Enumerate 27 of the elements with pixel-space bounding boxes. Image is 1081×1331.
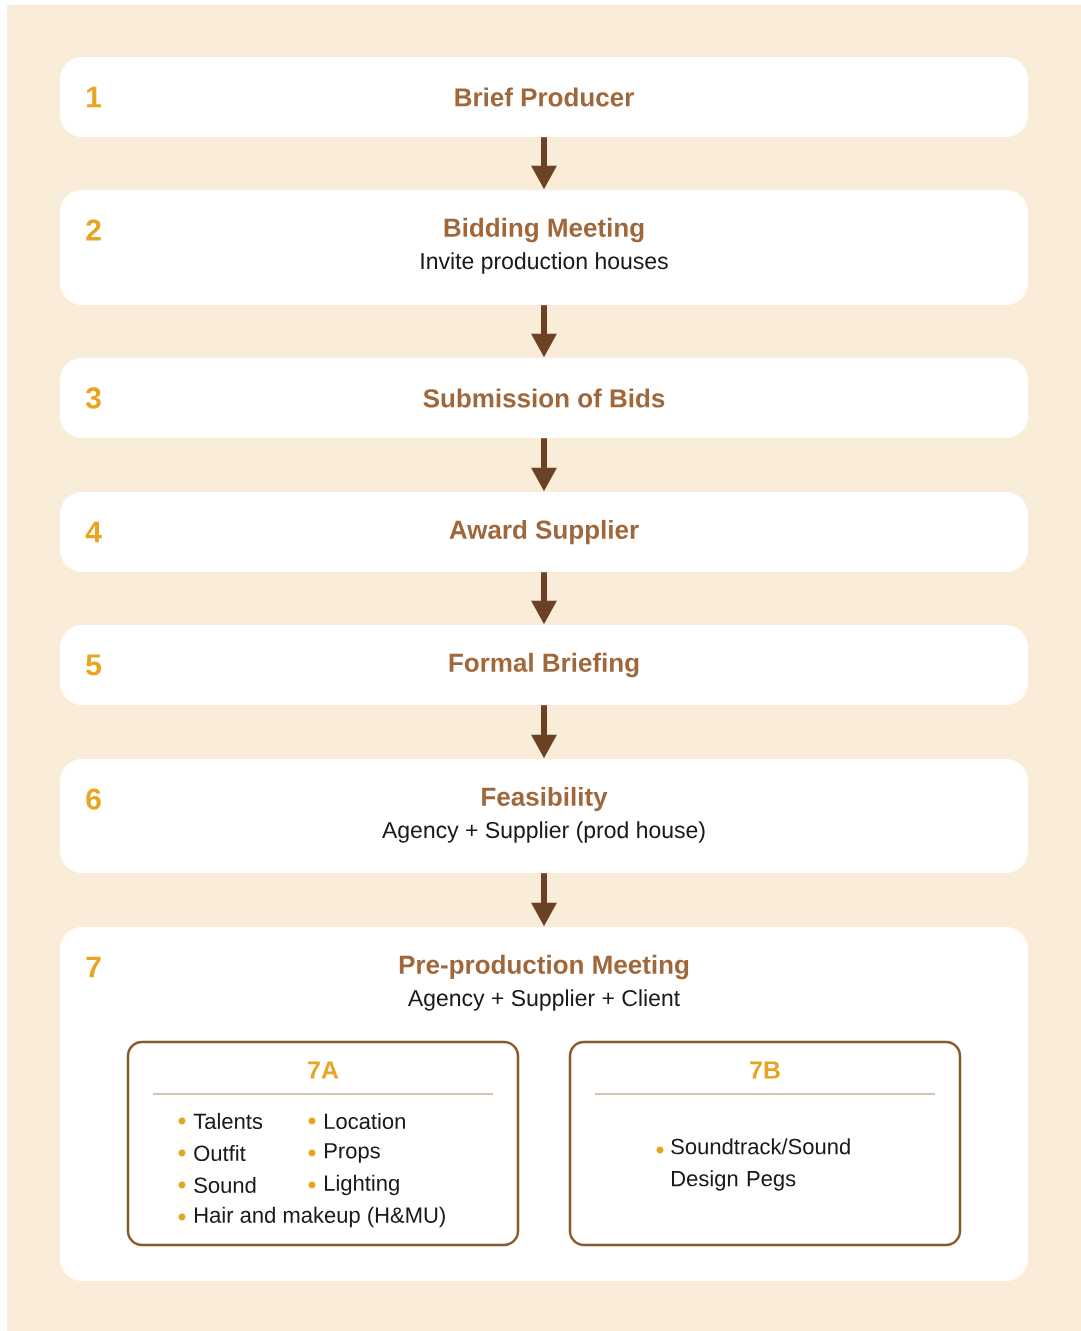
step-title: Award Supplier [449,519,639,545]
bullet-item: Sound [178,1176,256,1194]
sub-heading: 7A [308,1061,339,1079]
step-title: Feasibility [482,786,608,812]
bullet-item: Lighting [308,1174,399,1196]
bullet-item: Props [308,1143,380,1163]
step-number: 3 [85,387,101,409]
step-number: 2 [86,219,101,241]
step-number: 5 [86,654,102,676]
step-subtitle: Invite production houses [421,252,668,274]
step-number: 1 [87,86,102,108]
step-subtitle: Agency + Supplier + Client [407,989,680,1011]
bullet-item: Talents [178,1112,263,1130]
bullet-item: Location [308,1112,405,1130]
step-title: Bidding Meeting [444,217,644,243]
step-title: Pre-production Meeting [399,954,689,980]
bullet-item: Hair and makeup (H&MU) [178,1206,445,1228]
bullet-item: Soundtrack/Sound Design Pegs [656,1138,850,1191]
step-title: Formal Briefing [449,652,639,678]
sub-heading: 7B [750,1061,780,1079]
step-subtitle: Agency + Supplier (prod house) [382,821,705,843]
step-number: 7 [86,956,101,978]
step-number: 4 [85,521,102,543]
step-title: Brief Producer [455,87,634,107]
step-title: Submission of Bids [423,388,665,408]
bullet-item: Outfit [178,1144,246,1162]
step-number: 6 [86,788,101,810]
